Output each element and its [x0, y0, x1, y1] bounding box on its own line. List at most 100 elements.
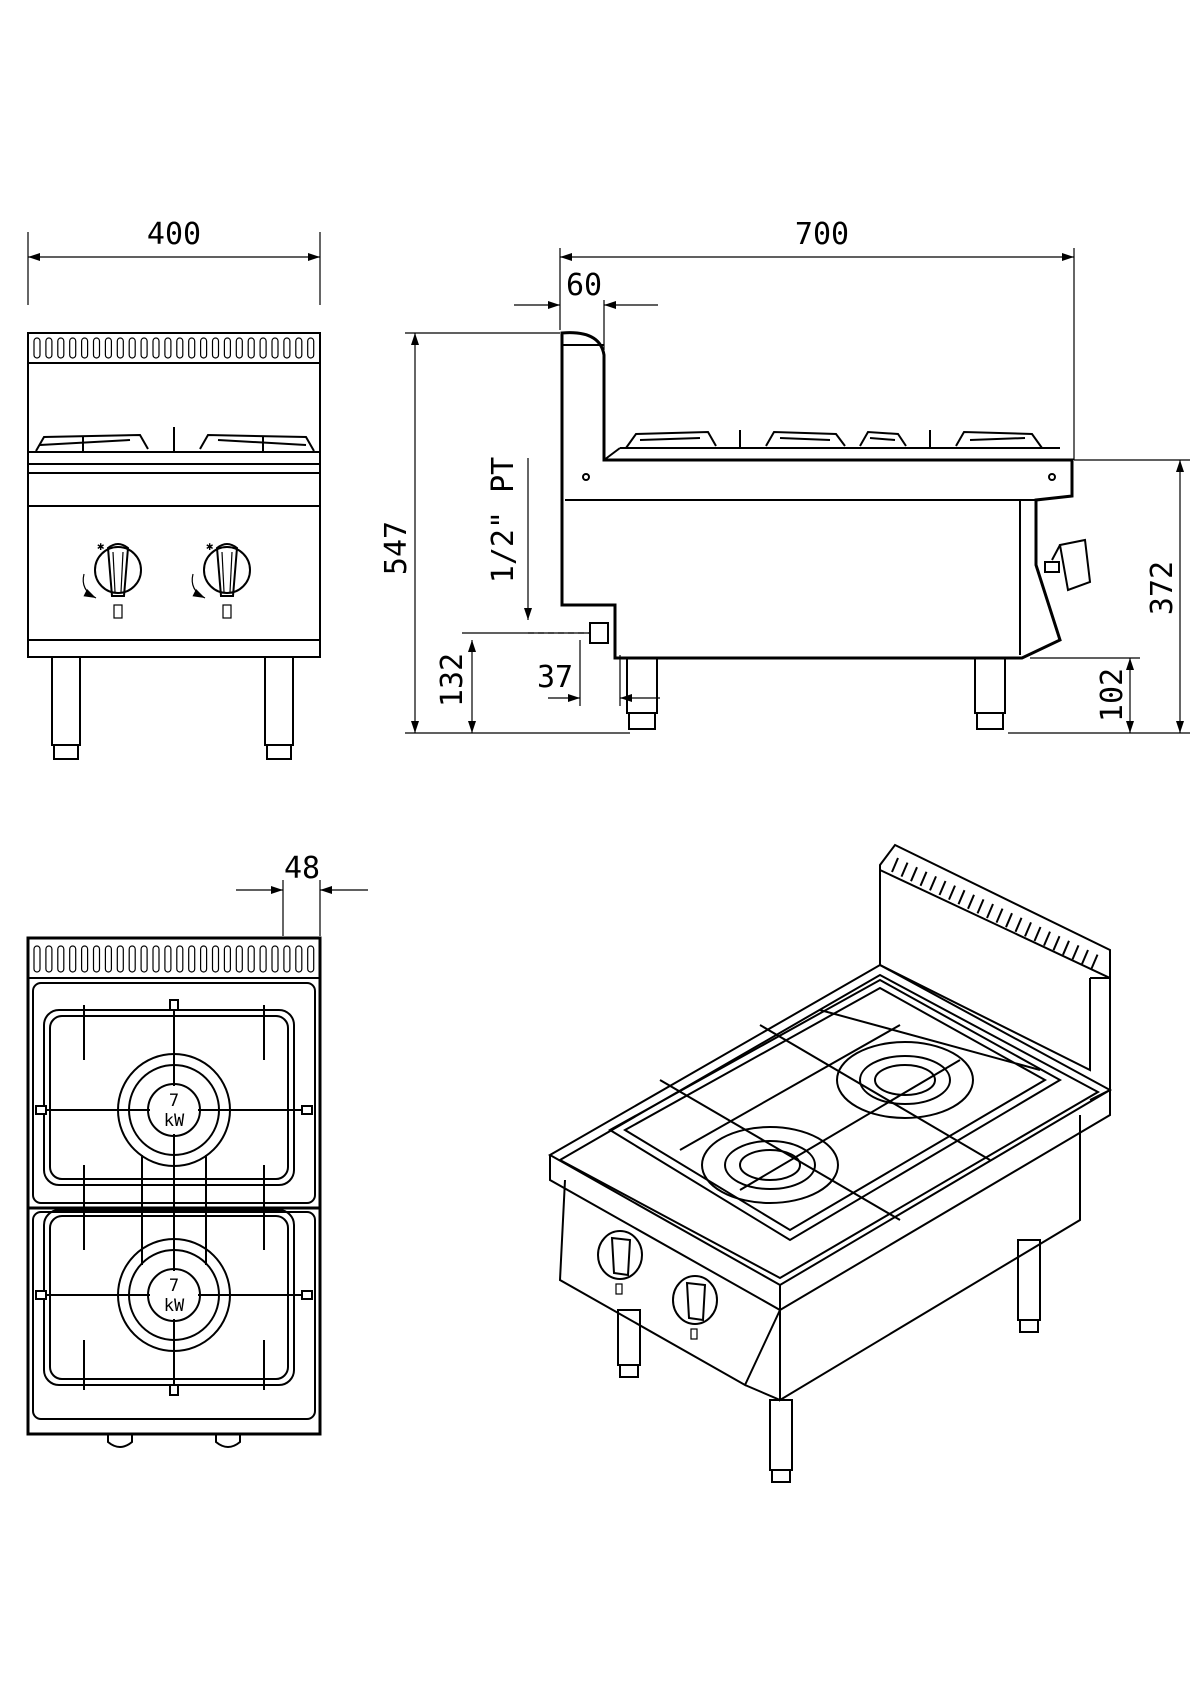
- side-backsplash-dimension: 60: [566, 268, 602, 303]
- vent-slot: [116, 337, 124, 359]
- vent-slot: [164, 945, 172, 973]
- vent-slot: [104, 945, 113, 973]
- foot-height-dimension: 102: [1095, 668, 1130, 722]
- vent-slot: [116, 945, 124, 973]
- vent-slot: [69, 945, 77, 973]
- vent-slot: [1071, 945, 1080, 960]
- vent-slot: [1090, 954, 1099, 969]
- inlet-offset-dimension: 37: [537, 660, 573, 695]
- iso-legs: [617, 1239, 1041, 1483]
- vent-slot: [235, 945, 243, 973]
- isometric-view: [547, 843, 1113, 1483]
- vent-slot: [967, 894, 975, 910]
- vent-slot: [948, 885, 956, 900]
- vent-slot: [140, 337, 148, 359]
- iso-knob-2: [672, 1275, 718, 1340]
- vent-slot: [976, 899, 985, 914]
- front-vent-slots: [33, 337, 315, 359]
- vent-slot: [57, 337, 65, 359]
- vent-slot: [1052, 935, 1061, 951]
- vent-slot: [259, 337, 267, 359]
- vent-slot: [247, 337, 255, 359]
- vent-slot: [295, 337, 303, 359]
- svg-text:✱: ✱: [206, 539, 213, 553]
- vent-slot: [211, 337, 220, 359]
- vent-slot: [929, 876, 937, 891]
- vent-slot: [957, 889, 966, 905]
- front-pan-supports: [35, 427, 315, 452]
- vent-slot: [891, 857, 899, 873]
- iso-control-panel: [558, 1179, 781, 1387]
- vent-slot: [140, 945, 148, 973]
- side-legs: [626, 657, 1006, 730]
- vent-slot: [995, 908, 1004, 923]
- vent-slot: [1005, 912, 1013, 928]
- vent-slot: [200, 337, 208, 359]
- vent-slot: [104, 337, 113, 359]
- vent-slot: [176, 337, 184, 359]
- burner-2-power-value: 7: [169, 1276, 179, 1296]
- vent-slot: [45, 337, 53, 359]
- side-pan-supports: [625, 430, 1043, 449]
- burner-1-power-value: 7: [169, 1091, 179, 1111]
- gas-inlet-label: 1/2" PT: [486, 457, 521, 583]
- inlet-height-dimension: 132: [435, 653, 470, 707]
- vent-slot: [152, 945, 160, 973]
- vent-slot: [919, 871, 928, 887]
- front-backsplash: [27, 332, 321, 364]
- burner-1-power-unit: kW: [164, 1111, 185, 1131]
- vent-slot: [307, 337, 315, 359]
- vent-slot: [235, 337, 243, 359]
- vent-slot: [33, 945, 41, 973]
- side-height-dimension: 547: [379, 521, 414, 575]
- vent-slot: [92, 945, 101, 973]
- vent-slot: [1081, 949, 1089, 965]
- iso-burner-front: [701, 1126, 839, 1204]
- vent-slot: [45, 945, 53, 973]
- vent-slot: [152, 337, 160, 359]
- vent-slot: [223, 945, 231, 973]
- vent-slot: [69, 337, 77, 359]
- vent-slot: [247, 945, 255, 973]
- vent-slot: [200, 945, 208, 973]
- vent-slot: [986, 903, 994, 919]
- front-width-dimension: 400: [147, 217, 201, 252]
- vent-slot: [223, 337, 231, 359]
- iso-burner-rear: [836, 1041, 974, 1119]
- ignition-indicator: [113, 604, 123, 619]
- front-top-plate: [27, 451, 321, 465]
- vent-slot: [910, 866, 918, 882]
- side-depth-dimension: 700: [795, 217, 849, 252]
- vent-slot: [307, 945, 315, 973]
- vent-slot: [938, 880, 947, 896]
- vent-slot: [57, 945, 65, 973]
- top-backsplash-dimension: 48: [284, 851, 320, 886]
- front-legs: [51, 656, 294, 760]
- iso-vent-slots: [891, 857, 1099, 969]
- top-view: 48: [26, 851, 368, 1448]
- vent-slot: [211, 945, 220, 973]
- vent-slot: [33, 337, 41, 359]
- vent-slot: [164, 337, 172, 359]
- vent-slot: [80, 945, 89, 973]
- side-body-outline: [560, 331, 1074, 660]
- burner-2-power-unit: kW: [164, 1296, 185, 1316]
- front-control-body: [27, 463, 321, 658]
- vent-slot: [295, 945, 303, 973]
- ignition-indicator: [222, 604, 232, 619]
- vent-slot: [900, 862, 909, 877]
- vent-slot: [188, 945, 196, 973]
- svg-text:✱: ✱: [97, 539, 104, 553]
- top-burner-2: 7 kW: [35, 1210, 313, 1396]
- side-view: 700 60 547 1/2" PT 132 37: [379, 217, 1190, 734]
- vent-slot: [128, 337, 136, 359]
- vent-slot: [80, 337, 89, 359]
- vent-slot: [188, 337, 196, 359]
- vent-slot: [176, 945, 184, 973]
- gas-inlet-pipe: [528, 622, 609, 644]
- vent-slot: [283, 945, 291, 973]
- iso-knob-1: [597, 1230, 643, 1295]
- front-knob-left: ✱: [82, 539, 142, 619]
- vent-slot: [92, 337, 101, 359]
